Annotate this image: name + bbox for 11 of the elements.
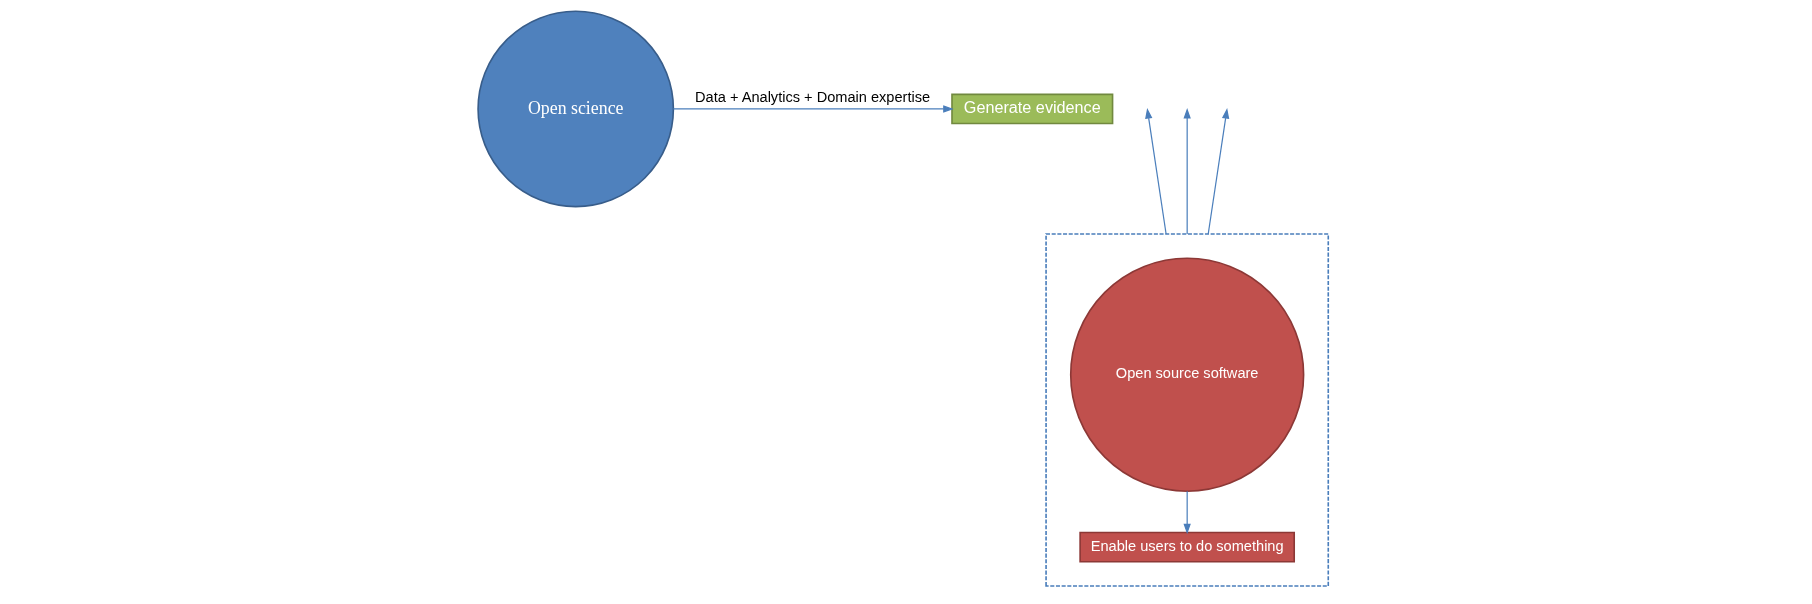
arrow [1182,108,1191,235]
arrow [1144,108,1167,235]
arrow [1182,490,1191,535]
node-box: Generate evidence [950,93,1113,125]
arrow [1207,108,1229,235]
cluster [1044,233,1329,587]
node-circle: Open science [476,10,674,208]
node-circle: Open source software [1069,257,1304,492]
edge-label: Data + Analytics + Domain expertise [694,88,930,105]
node-box: Enable users to do something [1078,531,1295,563]
arrow [672,105,954,113]
